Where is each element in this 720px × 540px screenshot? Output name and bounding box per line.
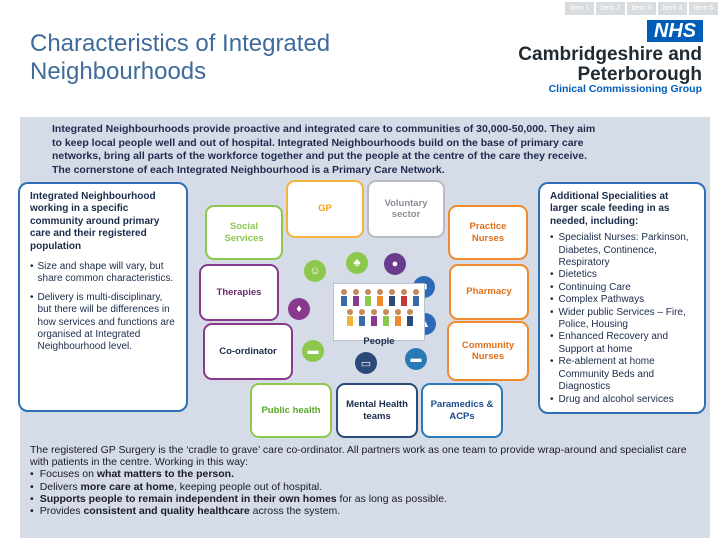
- bullet-text: for as long as possible.: [336, 492, 447, 505]
- bullet-icon: •: [550, 356, 554, 368]
- people-illustration: [333, 283, 425, 341]
- list-item: • Provides consistent and quality health…: [30, 505, 700, 517]
- bullet-text: Delivers: [39, 480, 81, 493]
- bullet-icon: •: [550, 393, 554, 405]
- list-item: • Continuing Care: [550, 282, 694, 294]
- nav-item-4[interactable]: Item 4: [658, 2, 687, 15]
- bullet-icon: •: [30, 505, 34, 518]
- bullet-icon: •: [550, 281, 554, 293]
- people-label: People: [363, 336, 395, 347]
- list-item: • Wider public Services – Fire, Police, H…: [550, 307, 694, 332]
- bullet-text: Provides: [39, 505, 84, 518]
- pill-icon: ●: [384, 253, 406, 275]
- tile-mental-health-teams: Mental Health teams: [336, 383, 418, 438]
- bullet-emphasis: consistent and quality healthcare: [83, 505, 250, 518]
- group-icon: ♣: [346, 252, 368, 274]
- specialities-list: • Specialist Nurses: Parkinson, Diabetes,…: [550, 232, 694, 406]
- tile-pharmacy: Pharmacy: [449, 264, 529, 320]
- bullet-icon: •: [550, 294, 554, 306]
- bullet-icon: •: [30, 492, 34, 505]
- bullet-icon: •: [550, 331, 554, 343]
- list-item: • Focuses on what matters to the person.: [30, 468, 700, 480]
- nhs-logo: NHS: [647, 20, 703, 42]
- list-item: • Complex Pathways: [550, 294, 694, 306]
- list-item: • Size and shape will vary, but share co…: [30, 261, 176, 286]
- tile-social-services: Social Services: [205, 205, 283, 260]
- tile-voluntary-sector: Voluntary sector: [367, 180, 445, 238]
- right-box-heading: Additional Specialities at larger scale …: [550, 191, 670, 227]
- speciality-item: Enhanced Recovery and Support at home: [558, 331, 669, 355]
- list-item: • Re-ablement at home Community Beds and …: [550, 356, 694, 393]
- bullet-icon: •: [30, 291, 34, 303]
- speciality-item: Re-ablement at home Community Beds and D…: [558, 356, 655, 393]
- list-item: • Enhanced Recovery and Support at home: [550, 331, 694, 356]
- nav-item-2[interactable]: Item 2: [596, 2, 625, 15]
- left-box-heading: Integrated Neighbourhood working in a sp…: [30, 191, 160, 252]
- intro-text: Integrated Neighbourhoods provide proact…: [52, 123, 692, 177]
- list-item: • Supports people to remain independent …: [30, 493, 700, 505]
- org-name-line-3: Clinical Commissioning Group: [548, 83, 702, 95]
- tile-therapies: Therapies: [199, 264, 279, 321]
- tile-gp: GP: [286, 180, 364, 238]
- speciality-item: Specialist Nurses: Parkinson, Diabetes, …: [558, 232, 689, 269]
- bullet-emphasis: what matters to the person.: [96, 468, 234, 481]
- bullet-icon: •: [30, 468, 34, 481]
- summary-paragraph: The registered GP Surgery is the ‘cradle…: [30, 444, 687, 469]
- bullet-icon: •: [550, 269, 554, 281]
- list-item: • Drug and alcohol services: [550, 394, 694, 406]
- intro-line: The cornerstone of each Integrated Neigh…: [52, 163, 445, 176]
- tile-community-nurses: Community Nurses: [447, 321, 529, 381]
- nav-item-1[interactable]: Item 1: [565, 2, 594, 15]
- org-name-line-2: Peterborough: [577, 64, 702, 85]
- left-info-box: Integrated Neighbourhood working in a sp…: [18, 182, 188, 412]
- tile-coordinator: Co-ordinator: [203, 323, 293, 380]
- bullet-icon: •: [550, 306, 554, 318]
- people-crowd-icon: [341, 289, 419, 326]
- tile-paramedics-acps: Paramedics & ACPs: [421, 383, 503, 438]
- speciality-item: Dietetics: [558, 269, 597, 281]
- list-item: • Delivers more care at home, keeping pe…: [30, 481, 700, 493]
- left-box-bullet: Size and shape will vary, but share comm…: [37, 261, 174, 285]
- intro-line: networks, bring all parts of the workfor…: [52, 150, 588, 162]
- bullet-emphasis: Supports people to remain independent in…: [39, 492, 337, 505]
- therapy-icon: ♦: [288, 298, 310, 320]
- list-item: • Delivery is multi-disciplinary, but th…: [30, 292, 176, 354]
- nav-item-5[interactable]: Item 5: [689, 2, 718, 15]
- list-item: • Dietetics: [550, 269, 694, 281]
- title-line-1: Characteristics of Integrated: [30, 30, 331, 57]
- bullet-icon: •: [550, 232, 554, 244]
- intro-line: to keep local people well and out of hos…: [52, 136, 584, 149]
- top-nav: Item 1 Item 2 Item 3 Item 4 Item 5: [565, 2, 718, 15]
- bullet-text: Focuses on: [39, 468, 97, 481]
- family-icon: ☺: [304, 260, 326, 282]
- computer-icon: ▭: [355, 352, 377, 374]
- bed-icon: ▬: [405, 348, 427, 370]
- org-name-line-1: Cambridgeshire and: [518, 44, 702, 65]
- page-title: Characteristics of Integrated Neighbourh…: [30, 30, 450, 86]
- bullet-icon: •: [30, 261, 34, 273]
- summary-text: The registered GP Surgery is the ‘cradle…: [30, 444, 700, 517]
- bullet-emphasis: more care at home: [80, 480, 174, 493]
- bullet-text: across the system.: [249, 505, 341, 518]
- title-line-2: Neighbourhoods: [30, 58, 207, 85]
- speciality-item: Wider public Services – Fire, Police, Ho…: [558, 306, 686, 331]
- bandage-icon: ▬: [302, 340, 324, 362]
- left-box-bullet: Delivery is multi-disciplinary, but ther…: [37, 291, 175, 353]
- speciality-item: Drug and alcohol services: [558, 393, 674, 405]
- speciality-item: Complex Pathways: [558, 294, 645, 306]
- bullet-text: , keeping people out of hospital.: [173, 480, 323, 493]
- tile-public-health: Public health: [250, 383, 332, 438]
- intro-line: Integrated Neighbourhoods provide proact…: [52, 123, 596, 135]
- tile-practice-nurses: Practice Nurses: [448, 205, 528, 260]
- speciality-item: Continuing Care: [558, 281, 631, 293]
- bullet-icon: •: [30, 480, 34, 493]
- right-info-box: Additional Specialities at larger scale …: [538, 182, 706, 414]
- nav-item-3[interactable]: Item 3: [627, 2, 656, 15]
- list-item: • Specialist Nurses: Parkinson, Diabetes,…: [550, 232, 694, 269]
